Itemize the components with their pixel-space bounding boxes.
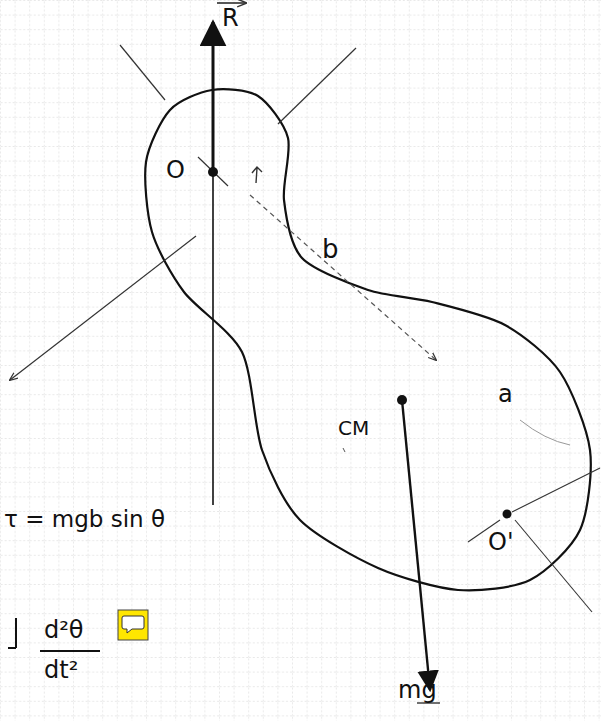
axis-line xyxy=(278,48,356,124)
fraction-numerator: d²θ xyxy=(44,618,84,642)
pencil-mark xyxy=(520,420,570,445)
force-label: R xyxy=(222,6,239,30)
fraction-bar xyxy=(40,650,100,652)
vector-bar xyxy=(417,702,440,703)
pivot-label: O' xyxy=(488,530,514,554)
second-pivot-point xyxy=(503,510,512,519)
fraction-denominator: dt² xyxy=(44,658,78,682)
vector-sign xyxy=(217,2,246,3)
axis-line xyxy=(515,520,592,612)
distance-label: b xyxy=(322,236,339,262)
pivot-point xyxy=(208,167,218,177)
comment-bubble xyxy=(122,616,144,633)
bracket xyxy=(15,618,17,648)
angle-label: a xyxy=(498,382,513,406)
vertical-line xyxy=(212,175,214,505)
axis-arrow xyxy=(10,236,196,380)
axis-line xyxy=(198,157,228,186)
reaction-force-arrow xyxy=(212,22,215,175)
pivot-label: O xyxy=(166,158,185,182)
axis-line xyxy=(120,45,165,100)
small-arrow xyxy=(252,167,262,183)
torque-equation: τ = mgb sin θ xyxy=(4,508,165,531)
weight-arrow xyxy=(402,400,430,690)
comment-icon xyxy=(118,610,148,640)
force-label: mg xyxy=(398,678,437,702)
axis-line xyxy=(512,468,600,512)
center-of-mass-label: CM xyxy=(338,418,369,438)
bracket xyxy=(8,647,16,649)
distance-line xyxy=(250,195,436,360)
tick xyxy=(343,448,345,452)
